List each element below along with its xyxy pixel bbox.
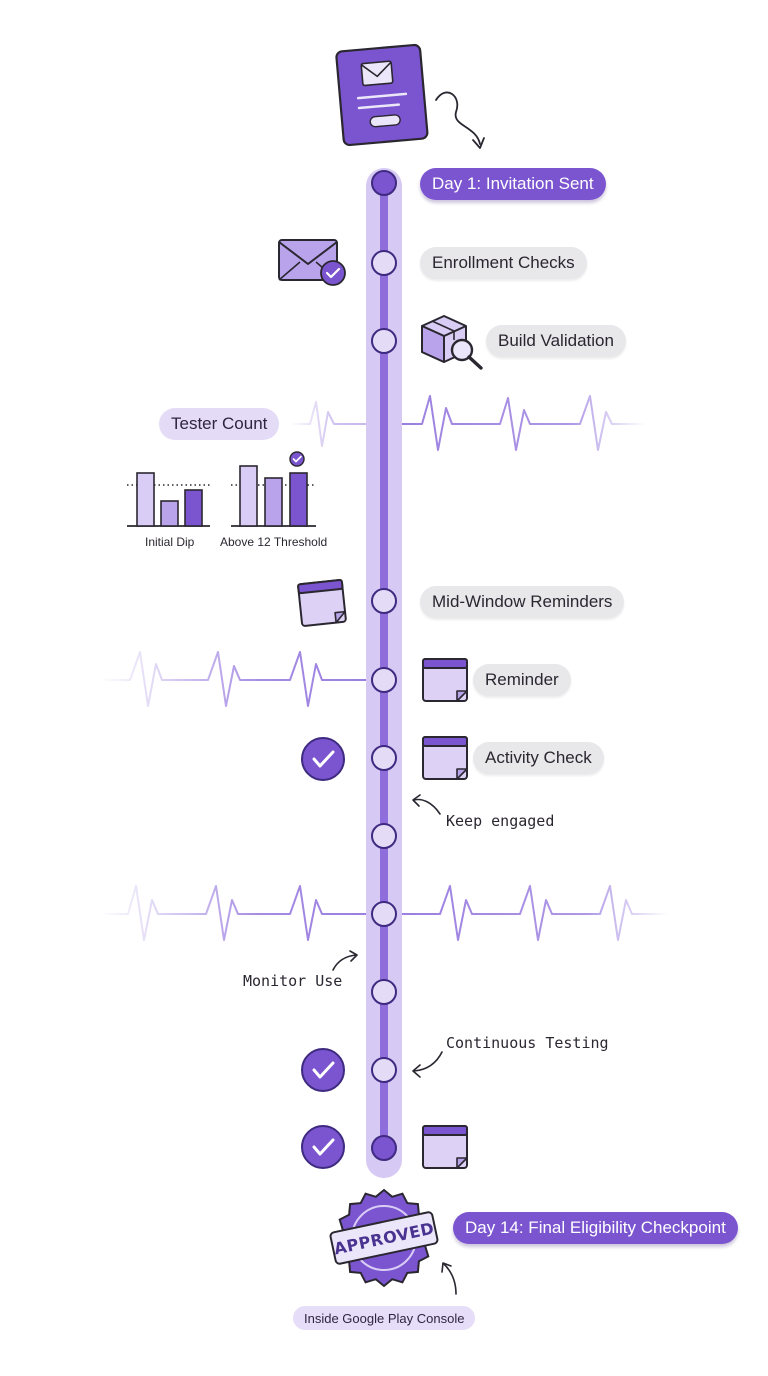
tester-count-title: Tester Count bbox=[159, 408, 280, 440]
node-build bbox=[371, 328, 397, 354]
node-activity bbox=[371, 745, 397, 771]
sticky-note-icon bbox=[422, 658, 468, 702]
bar bbox=[264, 477, 283, 527]
sticky-note-icon bbox=[422, 1125, 468, 1169]
check-circle-icon bbox=[300, 736, 346, 782]
check-circle-icon bbox=[300, 1124, 346, 1170]
check-circle-icon bbox=[300, 1047, 346, 1093]
arrow-continuous-testing-icon bbox=[413, 1051, 443, 1072]
chart-label-above-threshold: Above 12 Threshold bbox=[220, 535, 328, 549]
node-monitor bbox=[371, 979, 397, 1005]
bar bbox=[239, 465, 258, 527]
threshold-check-icon bbox=[289, 451, 305, 467]
node-wave bbox=[371, 901, 397, 927]
milestone-reminder: Reminder bbox=[473, 664, 571, 696]
bar bbox=[289, 472, 308, 527]
arrow-monitor-use-icon bbox=[332, 954, 357, 971]
node-continuous bbox=[371, 1057, 397, 1083]
node-engaged bbox=[371, 823, 397, 849]
heartbeat-wave-top bbox=[290, 395, 645, 451]
milestone-activity-check: Activity Check bbox=[473, 742, 604, 774]
approved-caption: Inside Google Play Console bbox=[293, 1306, 476, 1330]
envelope-check-icon bbox=[278, 239, 346, 286]
node-enrollment bbox=[371, 250, 397, 276]
milestone-build-validation: Build Validation bbox=[486, 325, 626, 357]
annotation-continuous-testing: Continuous Testing bbox=[446, 1034, 609, 1052]
bar bbox=[136, 472, 155, 527]
approved-seal-icon bbox=[329, 1188, 439, 1288]
tester-chart-initial-dip bbox=[127, 472, 210, 527]
sticky-note-icon bbox=[296, 578, 348, 628]
end-milestone-label: Day 14: Final Eligibility Checkpoint bbox=[453, 1212, 738, 1244]
heartbeat-wave-lower bbox=[100, 885, 668, 941]
arrow-approved-icon bbox=[443, 1263, 457, 1295]
arrow-keep-engaged-icon bbox=[413, 798, 441, 815]
curved-arrow-icon bbox=[435, 91, 481, 145]
annotation-monitor-use: Monitor Use bbox=[243, 972, 343, 990]
timeline-nodes bbox=[371, 170, 397, 1161]
invitation-document-icon bbox=[335, 43, 429, 147]
package-search-icon bbox=[421, 315, 483, 370]
arrowhead-icon bbox=[472, 137, 485, 149]
node-start bbox=[371, 170, 397, 196]
chart-label-initial-dip: Initial Dip bbox=[145, 535, 195, 549]
milestone-enrollment-checks: Enrollment Checks bbox=[420, 247, 587, 279]
start-milestone-label: Day 1: Invitation Sent bbox=[420, 168, 606, 200]
milestone-mid-window-reminders: Mid-Window Reminders bbox=[420, 586, 625, 618]
node-mid-window bbox=[371, 588, 397, 614]
tester-chart-above-threshold bbox=[231, 451, 316, 527]
heartbeat-wave-middle bbox=[100, 651, 366, 707]
bar bbox=[160, 500, 179, 527]
annotation-keep-engaged: Keep engaged bbox=[446, 812, 555, 830]
node-end bbox=[371, 1135, 397, 1161]
sticky-note-icon bbox=[422, 736, 468, 780]
bar bbox=[184, 489, 203, 527]
node-reminder bbox=[371, 667, 397, 693]
